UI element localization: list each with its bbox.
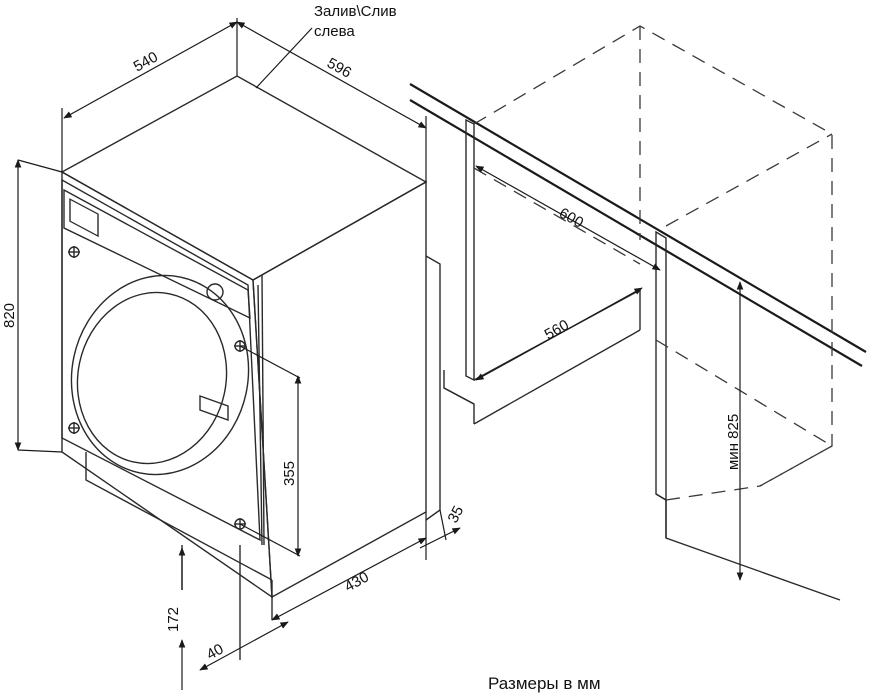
machine-top-face: [60, 75, 428, 281]
dim-door-offset: 35: [445, 503, 468, 526]
hose-note-leader: [255, 27, 313, 89]
dim-plinth-height: 172: [165, 607, 182, 632]
dim-width: 596: [324, 55, 354, 82]
dim-niche-depth-top: 600: [556, 205, 586, 232]
hose-note: Залив\Слив слева: [314, 2, 397, 42]
door-porthole-inner: [76, 291, 228, 465]
machine-front-face: [61, 170, 273, 599]
right-cabinet-wall: [655, 230, 667, 502]
dim-niche-depth-bottom: 560: [542, 316, 572, 343]
display-window: [69, 198, 99, 238]
hinge-screw: [68, 246, 80, 258]
dim-line-niche-top: [475, 165, 661, 271]
countertop-edge: [409, 83, 867, 353]
machine-base: [85, 452, 273, 581]
machine-door-frame: [61, 178, 261, 542]
niche: [409, 25, 867, 601]
door-porthole-outer: [70, 274, 250, 476]
dim-height: 820: [1, 303, 18, 328]
dim-base-depth: 430: [342, 568, 372, 595]
back-bracket: [425, 255, 441, 521]
door-handle: [199, 395, 229, 421]
dim-plinth-setback: 40: [204, 641, 227, 664]
dim-hinge-span: 355: [281, 461, 298, 486]
hose-note-line2: слева: [314, 23, 355, 40]
hinge-screw: [68, 422, 80, 434]
dim-line-base-depth: [271, 537, 427, 621]
dim-line-width: [236, 21, 427, 129]
niche-outline-dashed: [473, 25, 833, 487]
dim-line-depth: [63, 21, 238, 119]
dim-niche-height: мин 825: [725, 414, 742, 470]
machine-side-face: [252, 180, 427, 599]
control-panel: [63, 188, 251, 320]
left-cabinet-wall: [465, 118, 475, 382]
hose-note-line1: Залив\Слив: [314, 3, 397, 20]
dim-line-niche-bottom: [475, 287, 643, 381]
program-knob: [206, 283, 224, 301]
washing-machine: [60, 75, 441, 660]
dim-depth: 540: [131, 48, 161, 75]
units-caption: Размеры в мм: [488, 674, 601, 693]
dim-line-plinth-setback: [199, 621, 289, 671]
